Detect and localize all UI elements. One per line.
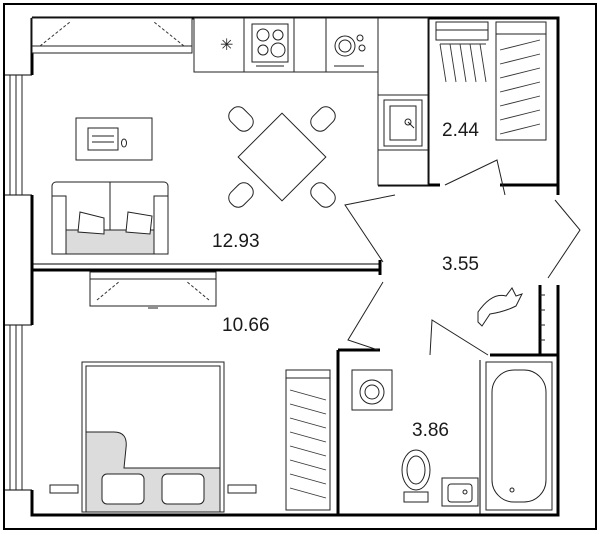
- bathroom-sink-icon: [441, 477, 479, 507]
- window-bedroom: [9, 325, 23, 490]
- svg-text:✳: ✳: [220, 35, 233, 54]
- wardrobe-area-label: 2.44: [442, 120, 479, 141]
- living-area-label: 12.93: [212, 231, 260, 252]
- cat-icon: [477, 287, 523, 327]
- dishwasher-icon: [334, 34, 366, 67]
- bathroom-area-label: 3.86: [412, 420, 449, 441]
- window-living: [9, 75, 23, 195]
- toilet-icon: [401, 449, 431, 503]
- upper-cabinet: [31, 17, 193, 54]
- sink-icon: [383, 99, 423, 147]
- laptop-desk: [75, 117, 153, 161]
- bedroom-wardrobe-hatch: [289, 389, 327, 499]
- appliance-icon: ✳: [220, 35, 233, 54]
- sofa: [51, 181, 169, 255]
- stove-icon: [251, 23, 289, 67]
- bathtub-icon: [485, 361, 553, 511]
- wardrobe-hatch-right: [499, 39, 541, 135]
- wardrobe-hatch-top: [439, 43, 487, 83]
- dining-table: [228, 106, 336, 208]
- bedroom-wardrobe: [285, 369, 331, 511]
- hall-area-label: 3.55: [442, 254, 479, 275]
- bedroom-area-label: 10.66: [222, 315, 270, 336]
- outer-walls: [3, 3, 597, 530]
- wardrobe-shelves: [435, 21, 547, 141]
- tv-console: [89, 271, 217, 309]
- washing-machine-icon: [351, 369, 393, 411]
- bed: [49, 361, 257, 513]
- hall-door-swings: [344, 159, 581, 356]
